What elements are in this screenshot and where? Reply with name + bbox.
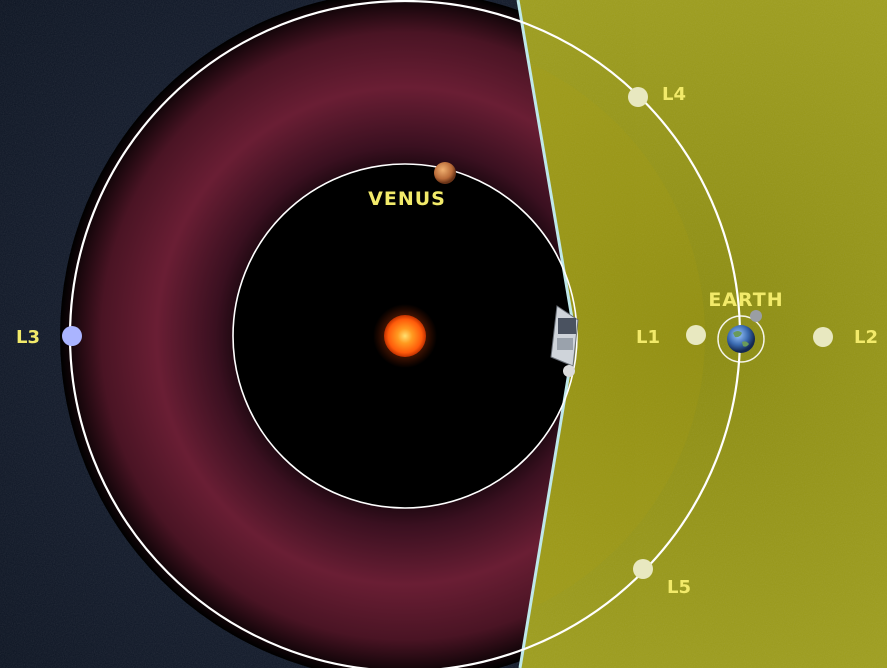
l4-label: L4 bbox=[662, 84, 686, 105]
l5-point bbox=[633, 559, 653, 579]
l1-point bbox=[686, 325, 706, 345]
earth-marker-ring bbox=[717, 315, 765, 363]
l4-point bbox=[628, 87, 648, 107]
l3-point bbox=[62, 326, 82, 346]
sun-icon bbox=[373, 304, 437, 368]
venus-label: VENUS bbox=[368, 188, 446, 210]
l1-label: L1 bbox=[636, 327, 660, 348]
spacecraft-icon bbox=[550, 305, 579, 377]
venus-orbit bbox=[232, 163, 578, 509]
l2-point bbox=[813, 327, 833, 347]
l3-label: L3 bbox=[16, 327, 40, 348]
moon-icon bbox=[750, 310, 762, 322]
earth-label: EARTH bbox=[708, 289, 783, 311]
earth-planet-icon bbox=[727, 325, 755, 353]
l2-label: L2 bbox=[854, 327, 878, 348]
venus-planet-icon bbox=[434, 162, 456, 184]
l5-label: L5 bbox=[667, 577, 691, 598]
